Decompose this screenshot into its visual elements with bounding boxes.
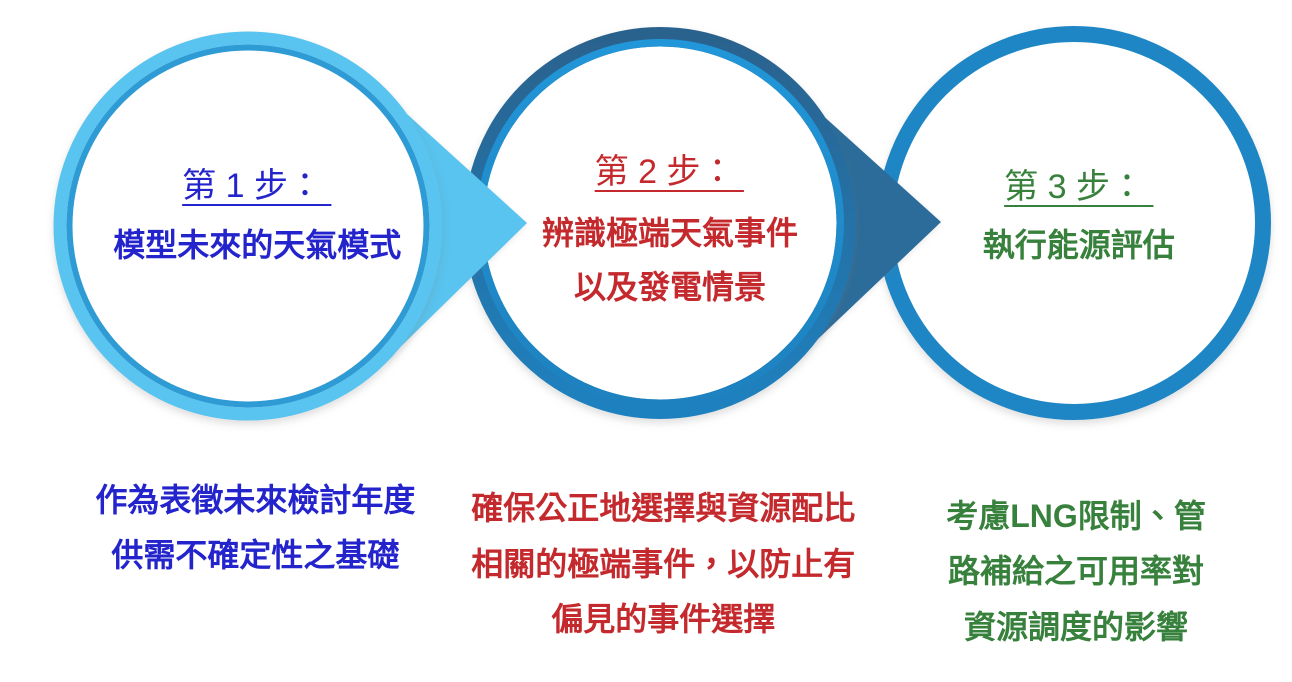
step2-description: 確保公正地選擇與資源配比 相關的極端事件，以防止有 偏見的事件選擇 xyxy=(471,492,855,659)
step3-description-line: 路補給之可用率對 xyxy=(947,553,1204,590)
step3-description: 考慮LNG限制、管 路補給之可用率對 資源調度的影響 xyxy=(946,500,1206,667)
step3-description-line: 資源調度的影響 xyxy=(963,609,1188,646)
step2-description-line: 確保公正地選擇與資源配比 xyxy=(471,490,856,527)
step1-body: 模型未來的天氣模式 xyxy=(113,229,401,283)
step3-title: 第 3 步： xyxy=(1004,167,1144,206)
step2-body-line: 以及發電情景 xyxy=(573,268,767,305)
step2-description-line: 相關的極端事件，以防止有 xyxy=(471,545,856,582)
step3-body: 執行能源評估 xyxy=(983,229,1175,283)
step1-body-line: 模型未來的天氣模式 xyxy=(113,227,402,263)
step1-title: 第 1 步： xyxy=(182,167,322,205)
step2-body-line: 辨識極端天氣事件 xyxy=(541,214,799,251)
step1-circle xyxy=(53,31,443,421)
step1-description-line: 供需不確定性之基礎 xyxy=(111,537,400,574)
step1-description-line: 作為表徵未來檢討年度 xyxy=(95,481,416,518)
step1-description: 作為表徵未來檢討年度 供需不確定性之基礎 xyxy=(95,484,415,595)
step3-circle xyxy=(877,26,1271,420)
step2-body: 辨識極端天氣事件 以及發電情景 xyxy=(542,217,798,325)
step2-description-line: 偏見的事件選擇 xyxy=(551,601,776,638)
step3-description-line: 考慮LNG限制、管 xyxy=(946,497,1206,534)
step2-title: 第 2 步： xyxy=(594,153,735,192)
step3-body-line: 執行能源評估 xyxy=(982,227,1175,264)
